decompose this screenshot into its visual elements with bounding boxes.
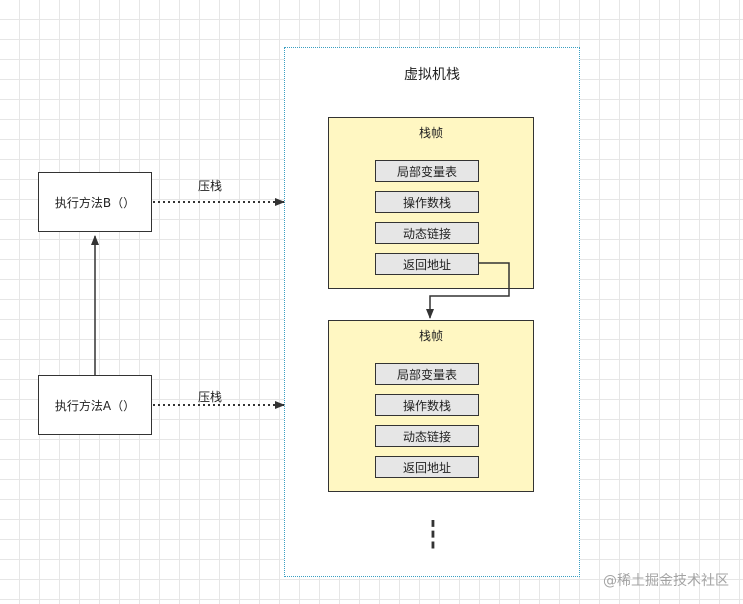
- frame-1-operand-stack: 操作数栈: [375, 191, 479, 213]
- stack-frame-1: 栈帧 局部变量表 操作数栈 动态链接 返回地址: [328, 117, 534, 289]
- method-b-box: 执行方法B（）: [38, 172, 152, 232]
- frame-2-return-address: 返回地址: [375, 456, 479, 478]
- frame-2-local-variable-table: 局部变量表: [375, 363, 479, 385]
- stack-frame-1-title: 栈帧: [418, 126, 443, 140]
- jvm-stack-title: 虚拟机栈: [404, 67, 460, 83]
- frame-1-dynamic-linking: 动态链接: [375, 222, 479, 244]
- stack-frame-2: 栈帧 局部变量表 操作数栈 动态链接 返回地址: [328, 320, 534, 492]
- ellipsis-glyph: ⋮: [425, 512, 441, 557]
- method-a-box: 执行方法A（）: [38, 375, 152, 435]
- frame-1-return-address: 返回地址: [375, 253, 479, 275]
- stack-frame-2-title: 栈帧: [418, 329, 443, 343]
- push-label-b: 压栈: [198, 179, 223, 193]
- frame-2-dynamic-linking: 动态链接: [375, 425, 479, 447]
- watermark: @稀土掘金技术社区: [603, 573, 729, 589]
- frame-2-operand-stack: 操作数栈: [375, 394, 479, 416]
- push-label-a: 压栈: [198, 390, 223, 404]
- frame-1-local-variable-table: 局部变量表: [375, 160, 479, 182]
- more-frames-ellipsis: ⋮: [425, 508, 441, 557]
